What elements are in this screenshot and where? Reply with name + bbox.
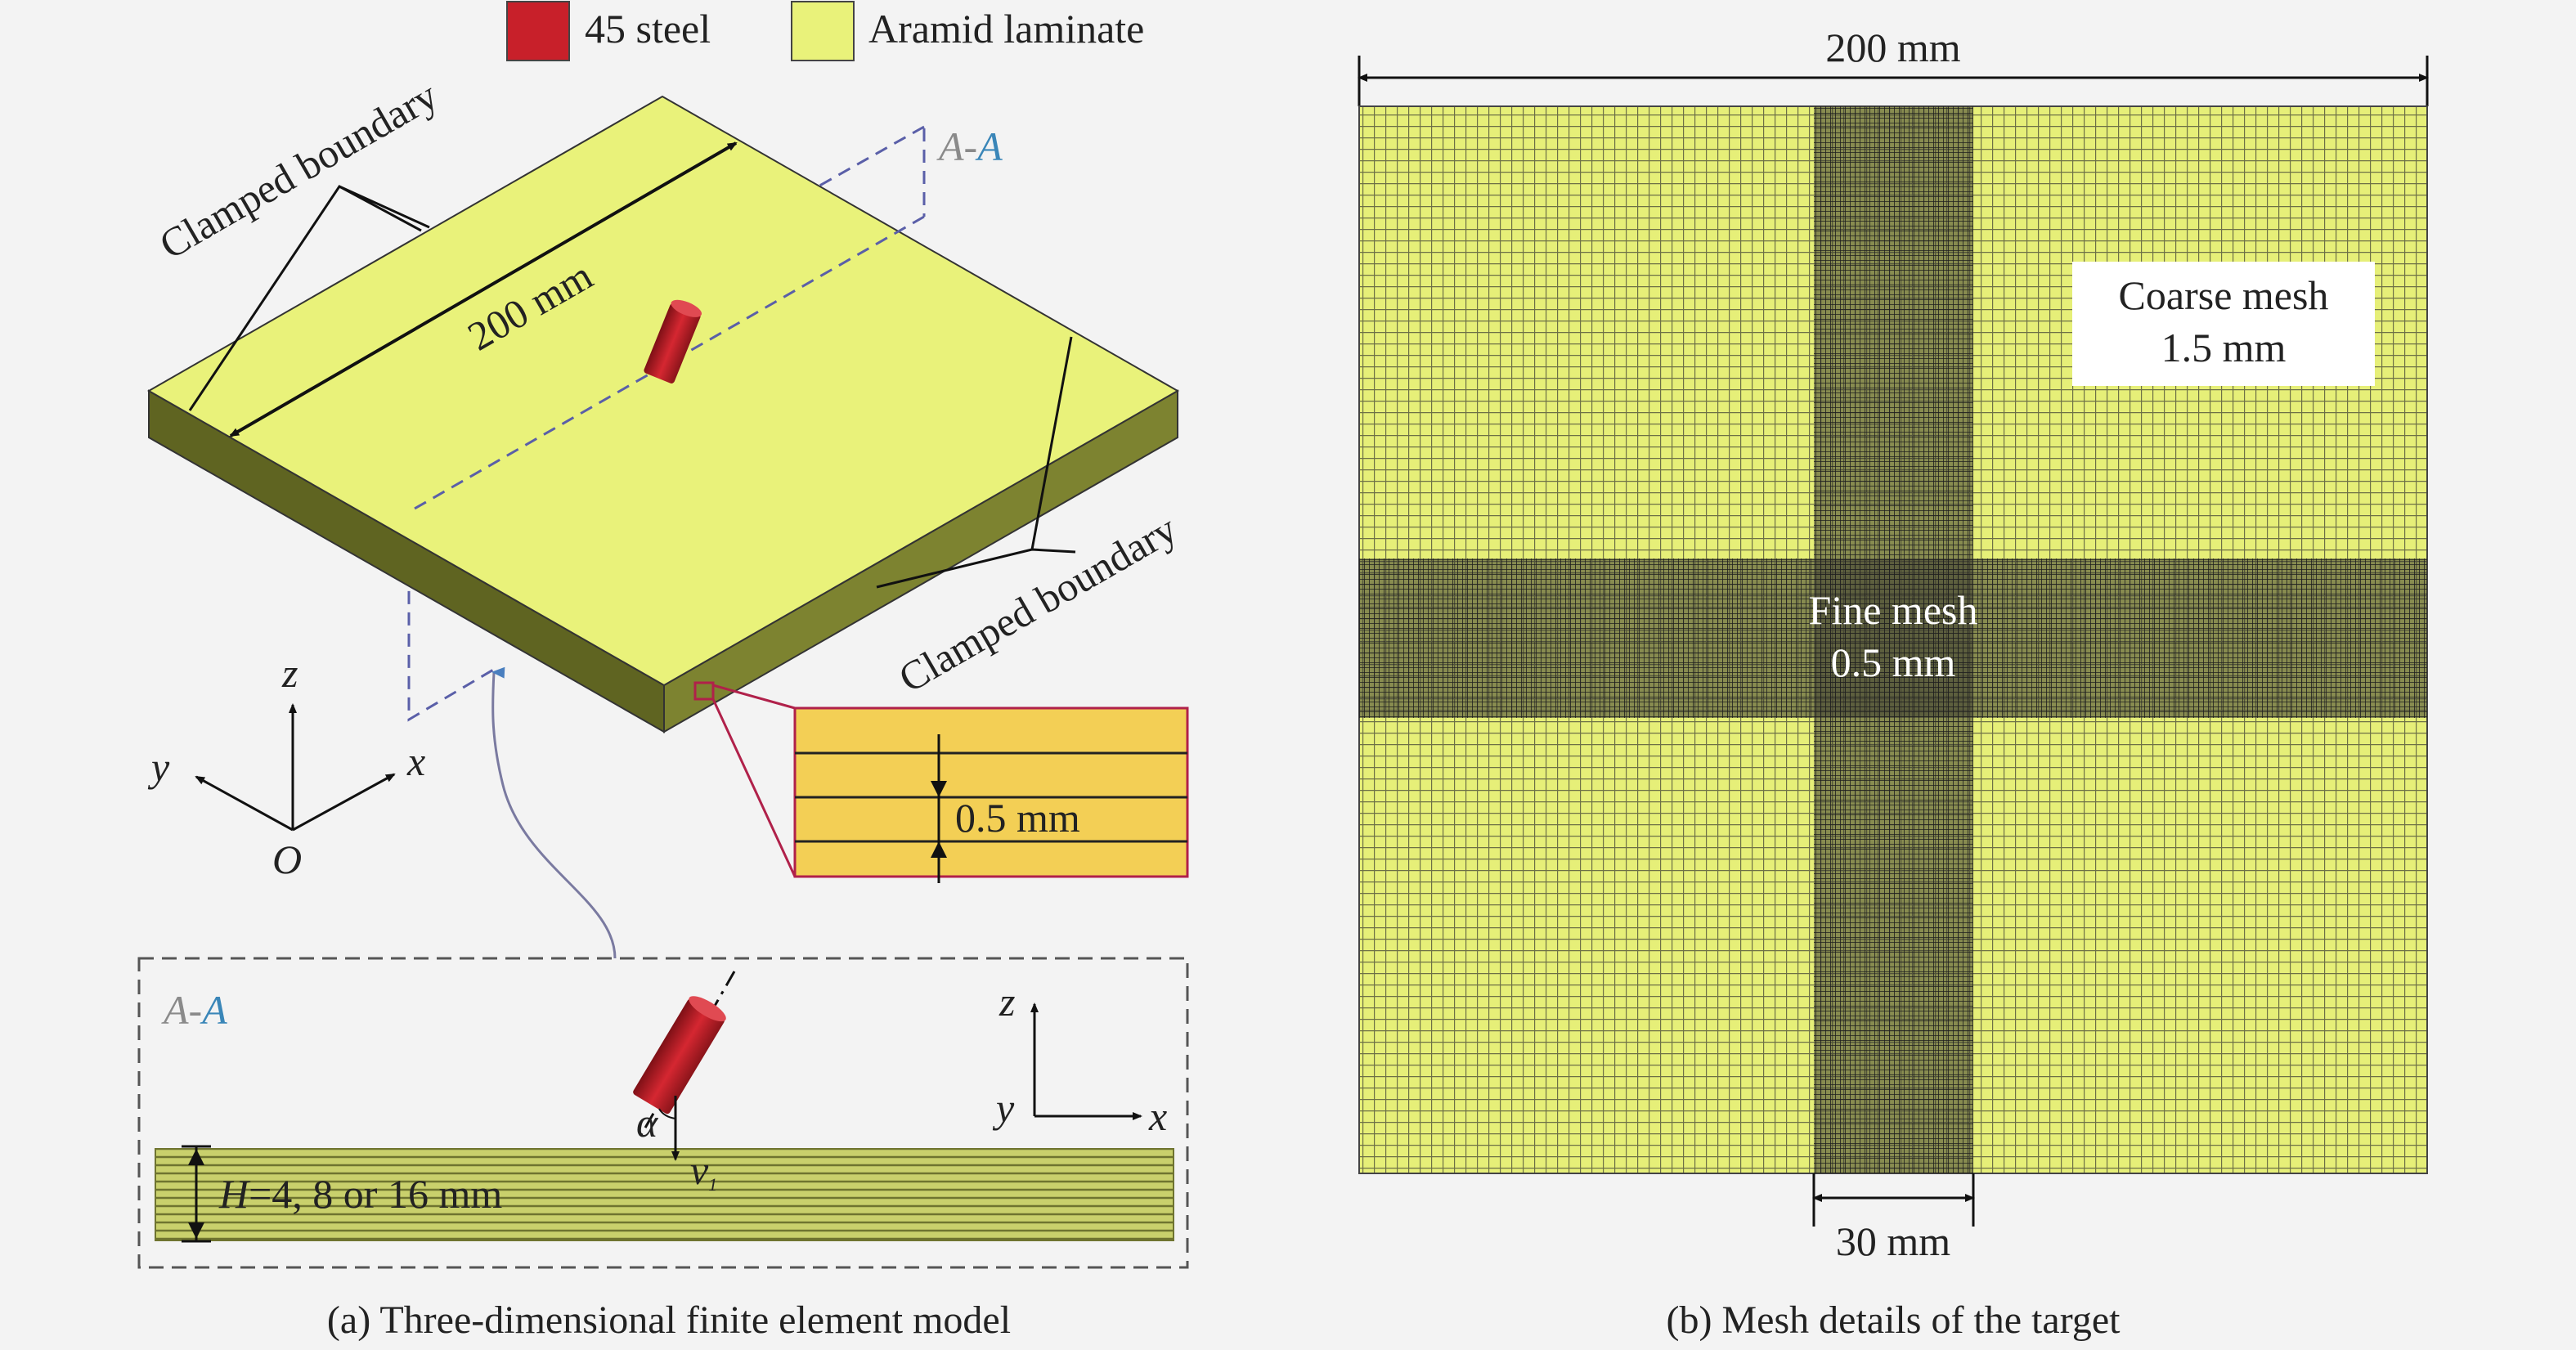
fine-mesh-title: Fine mesh	[1809, 587, 1978, 633]
axes-3d	[195, 703, 396, 832]
caption-a: (a) Three-dimensional finite element mod…	[327, 1298, 1011, 1342]
fine-mesh-size: 0.5 mm	[1831, 639, 1956, 685]
legend-swatch-laminate	[791, 1, 855, 61]
coarse-mesh-title: Coarse mesh	[2119, 272, 2329, 318]
axis-label-y: y	[147, 744, 170, 790]
angle-arc	[658, 1108, 676, 1119]
section-axis-z: z	[999, 979, 1015, 1025]
projectile-section	[633, 996, 726, 1115]
velocity-label: v1	[690, 1147, 717, 1195]
legend-swatch-steel	[506, 1, 570, 61]
legend-label-laminate: Aramid laminate	[868, 6, 1144, 52]
section-view-frame	[137, 957, 1189, 1269]
section-label-top: A-A	[936, 123, 1003, 169]
section-laminate	[155, 1148, 1174, 1241]
panel-b: 200 mm Coarse mesh 1.5 mm Fine mesh 0.5 …	[1358, 25, 2429, 1342]
section-axis-x: x	[1148, 1093, 1167, 1139]
zoom-marker	[693, 681, 715, 701]
clamped-boundary-leader-1	[188, 185, 430, 411]
coarse-mesh-size: 1.5 mm	[2161, 325, 2287, 370]
fine-width-label: 30 mm	[1836, 1218, 1950, 1264]
section-connector-curve	[491, 666, 617, 959]
thickness-label: H=4, 8 or 16 mm	[218, 1171, 502, 1217]
coarse-mesh-label-box	[2072, 262, 2375, 386]
dimension-arrow-200mm	[229, 141, 738, 437]
section-plane-top-line	[408, 215, 925, 514]
legend-label-steel: 45 steel	[585, 6, 711, 52]
angle-symbol: α	[636, 1100, 659, 1146]
legend: 45 steel Aramid laminate	[506, 1, 1144, 61]
section-axis-y: y	[992, 1085, 1015, 1131]
axis-label-z: z	[281, 650, 298, 696]
axis-label-x: x	[406, 738, 425, 784]
layer-thickness-label: 0.5 mm	[955, 795, 1080, 841]
section-view: A-A H=4, 8 or 16 mm α v1 z y	[137, 957, 1189, 1269]
axes-2d	[1030, 1002, 1142, 1120]
panel-a: 200 mm Clamped boundary Clamped boundary…	[137, 72, 1189, 1342]
clamped-boundary-label-1: Clamped boundary	[152, 72, 446, 267]
section-plane-outline	[407, 125, 926, 722]
mesh-width-label: 200 mm	[1825, 25, 1960, 70]
layer-zoom-inset: 0.5 mm	[793, 706, 1189, 883]
clamped-boundary-leader-2	[876, 336, 1076, 589]
zoom-leader-lines	[711, 684, 797, 877]
caption-b: (b) Mesh details of the target	[1667, 1298, 2121, 1342]
section-label-inset: A-A	[161, 987, 227, 1033]
axis-label-origin: O	[272, 836, 302, 882]
fine-mesh-band-horizontal	[1359, 558, 2427, 718]
